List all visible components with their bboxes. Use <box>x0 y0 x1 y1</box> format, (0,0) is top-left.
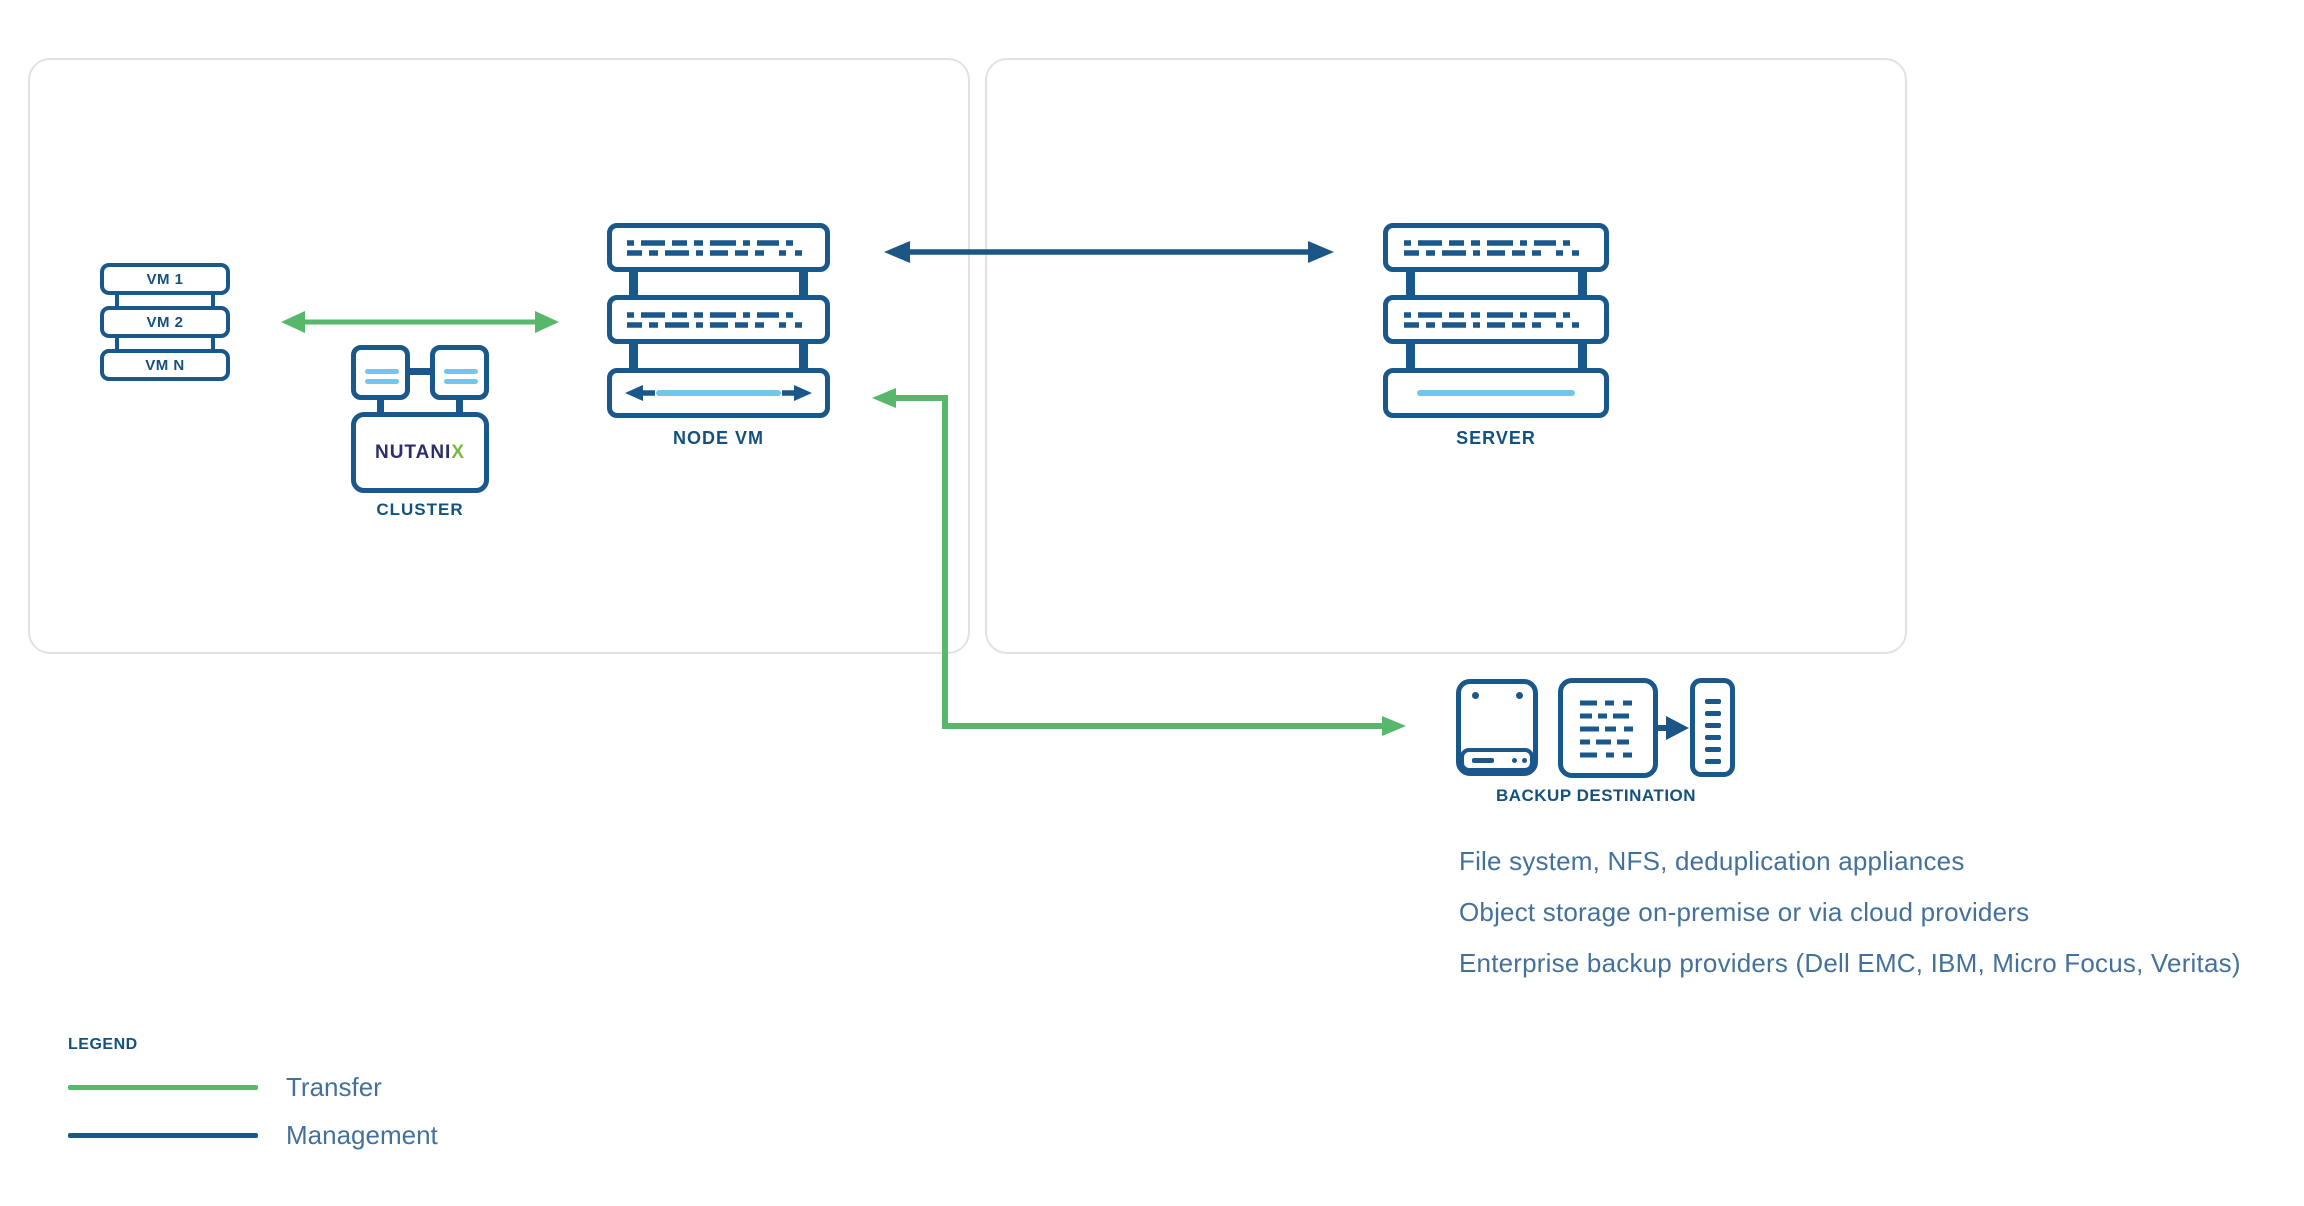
transfer-elbow-arrow <box>872 388 1406 736</box>
legend-management-label: Management <box>286 1119 438 1150</box>
backup-option-line: Object storage on-premise or via cloud p… <box>1459 897 2030 927</box>
cluster-node-a-line <box>365 369 399 374</box>
node-vm-segment-2 <box>607 295 830 344</box>
tape-dash <box>1705 747 1721 752</box>
vm-box-n: VM N <box>100 349 230 381</box>
segment-dashes-icon <box>627 240 810 256</box>
segment-transfer-icon <box>625 385 812 401</box>
server-connector <box>1406 338 1415 376</box>
cluster-node-a-line <box>365 379 399 384</box>
disk-slot-dash <box>1472 758 1494 763</box>
management-arrow-node-server <box>884 241 1334 263</box>
node-vm-connector <box>629 266 638 302</box>
server-segment-1 <box>1383 223 1609 272</box>
segment-dashes-icon <box>1404 240 1588 256</box>
server-connector <box>1578 266 1587 302</box>
tape-dash <box>1705 699 1721 704</box>
backup-option-line: Enterprise backup providers (Dell EMC, I… <box>1459 948 2241 978</box>
legend-transfer-label: Transfer <box>286 1071 382 1102</box>
tape-dash <box>1705 711 1721 716</box>
node-vm-label: NODE VM <box>672 428 764 448</box>
node-vm-connector <box>799 338 808 376</box>
server-segment-2 <box>1383 295 1609 344</box>
vm-box-2: VM 2 <box>100 306 230 338</box>
node-vm-connector <box>799 266 808 302</box>
cluster-node-a <box>351 345 410 400</box>
cluster-link-vertical-left <box>377 396 384 416</box>
segment-dashes-icon <box>627 312 810 328</box>
transfer-arrow-vms-node <box>281 311 559 333</box>
cluster-link-vertical-right <box>456 396 463 416</box>
server-segment-3 <box>1383 368 1609 418</box>
server-label: SERVER <box>1456 428 1536 448</box>
document-icon <box>1558 678 1658 778</box>
cluster-box: NUTANIX <box>351 412 489 493</box>
vm-box-n-label: VM N <box>145 356 185 374</box>
cluster-node-b <box>430 345 489 400</box>
disk-slot-dot <box>1522 758 1527 763</box>
node-vm-connector <box>629 338 638 376</box>
cluster-label: CLUSTER <box>376 500 464 519</box>
vm-box-1-label: VM 1 <box>146 270 184 288</box>
tape-dash <box>1705 723 1721 728</box>
segment-line-icon <box>1417 390 1575 396</box>
right-panel <box>985 58 1907 654</box>
server-connector <box>1406 266 1415 302</box>
tape-dash <box>1705 759 1721 764</box>
segment-dashes-icon <box>1404 312 1588 328</box>
vm-box-2-label: VM 2 <box>146 313 184 331</box>
cluster-node-b-line <box>444 369 478 374</box>
vm-box-1: VM 1 <box>100 263 230 295</box>
document-lines-icon <box>1580 700 1638 758</box>
legend-transfer-line <box>68 1084 258 1090</box>
disk-slot <box>1460 748 1534 772</box>
server-connector <box>1578 338 1587 376</box>
cluster-node-b-line <box>444 379 478 384</box>
legend-row-management: Management <box>68 1120 438 1150</box>
backup-option-line: File system, NFS, deduplication applianc… <box>1459 846 1965 876</box>
cluster-link-horizontal <box>406 368 434 375</box>
tape-icon <box>1690 678 1735 777</box>
legend-row-transfer: Transfer <box>68 1072 382 1102</box>
nutanix-logo-x: X <box>451 441 466 463</box>
disk-slot-dot <box>1512 758 1517 763</box>
tape-dash <box>1705 735 1721 740</box>
legend-management-line <box>68 1132 258 1138</box>
backup-destination-label: BACKUP DESTINATION <box>1495 786 1697 805</box>
node-vm-segment-3 <box>607 368 830 418</box>
disk-dot <box>1472 692 1479 699</box>
mini-arrow-icon <box>1654 716 1689 740</box>
node-vm-segment-1 <box>607 223 830 272</box>
legend-title: LEGEND <box>68 1036 138 1053</box>
disk-icon <box>1456 679 1538 776</box>
nutanix-logo-text: NUTANI <box>374 441 452 463</box>
nutanix-logo: NUTANIX <box>375 442 465 464</box>
disk-dot <box>1516 692 1523 699</box>
